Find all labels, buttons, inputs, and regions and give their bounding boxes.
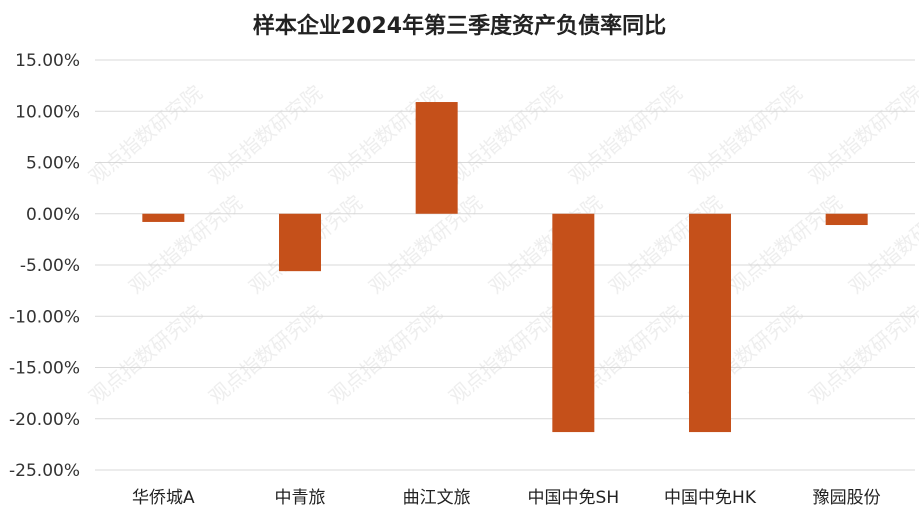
- grid-layer: [95, 59, 915, 471]
- x-tick-label: 曲江文旅: [403, 488, 471, 508]
- x-tick-label: 华侨城A: [132, 488, 195, 508]
- y-tick-label: -20.00%: [9, 410, 80, 430]
- y-tick-label: -5.00%: [20, 256, 80, 276]
- chart-title: 样本企业2024年第三季度资产负债率同比: [252, 14, 667, 39]
- y-tick-label: -10.00%: [9, 307, 80, 327]
- bar: [552, 213, 595, 433]
- watermark-text: 观点指数研究院: [724, 190, 847, 298]
- watermark-layer: 观点指数研究院观点指数研究院观点指数研究院观点指数研究院观点指数研究院观点指数研…: [84, 80, 919, 408]
- y-tick-label: 15.00%: [15, 51, 80, 71]
- x-tick-label: 中国中免HK: [664, 488, 757, 508]
- x-tick-label: 中青旅: [275, 488, 326, 508]
- bar: [279, 213, 321, 272]
- bar: [415, 102, 458, 214]
- bar: [825, 213, 868, 226]
- axis-layer: 15.00% 10.00% 5.00% 0.00% -5.00% -10.00% -15.0…: [9, 51, 881, 508]
- bar: [689, 213, 731, 433]
- watermark-text: 观点指数研究院: [84, 80, 207, 188]
- x-tick-label: 豫园股份: [813, 488, 881, 508]
- bar: [142, 213, 185, 222]
- watermark-text: 观点指数研究院: [804, 80, 919, 188]
- y-tick-label: 10.00%: [15, 102, 80, 122]
- watermark-text: 观点指数研究院: [124, 190, 247, 298]
- x-tick-label: 中国中免SH: [528, 488, 620, 508]
- y-tick-label: -15.00%: [9, 359, 80, 379]
- y-tick-label: 0.00%: [26, 205, 80, 225]
- watermark-text: 观点指数研究院: [204, 80, 327, 188]
- watermark-text: 观点指数研究院: [444, 80, 567, 188]
- y-tick-label: -25.00%: [9, 461, 80, 481]
- watermark-text: 观点指数研究院: [684, 80, 807, 188]
- watermark-text: 观点指数研究院: [844, 190, 919, 298]
- watermark-text: 观点指数研究院: [564, 80, 687, 188]
- y-tick-label: 5.00%: [26, 154, 80, 174]
- bar-layer: [142, 102, 868, 433]
